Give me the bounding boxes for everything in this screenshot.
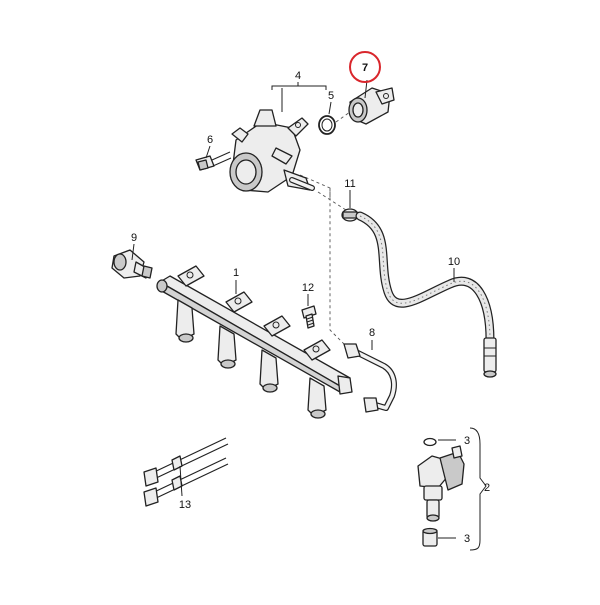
callout-3-ring: 3 [464,533,470,545]
cable-ties[interactable] [143,437,229,507]
callout-1: 1 [233,267,239,279]
rail-screw[interactable] [301,305,317,329]
callout-labels: 1 2 3 3 4 5 6 7 8 9 10 11 12 13 [131,62,490,545]
high-pressure-line[interactable] [343,343,397,413]
callout-13: 13 [179,499,191,511]
fuel-pressure-sensor[interactable] [111,249,153,279]
o-ring[interactable] [318,115,336,135]
callout-9: 9 [131,232,137,244]
callout-5: 5 [328,90,334,102]
callout-3-seal: 3 [464,435,470,447]
leader-lines [131,79,487,551]
roller-tappet[interactable] [348,87,395,125]
callout-12: 12 [302,282,314,294]
hose-clamp[interactable] [341,208,359,222]
fuel-rail[interactable] [156,265,353,419]
callout-7: 7 [362,62,368,74]
callout-10: 10 [448,256,460,268]
fuel-injector[interactable] [417,437,465,547]
assembly-guide-lines [299,111,351,349]
callout-4: 4 [295,70,301,82]
callout-11: 11 [344,178,355,190]
callout-6: 6 [207,134,213,146]
highlight-circle [349,51,381,83]
fuel-supply-hose[interactable] [355,211,497,378]
pump-bolt[interactable] [195,151,232,171]
callout-8: 8 [369,327,375,339]
high-pressure-pump[interactable] [229,109,315,193]
callout-2: 2 [484,482,490,494]
